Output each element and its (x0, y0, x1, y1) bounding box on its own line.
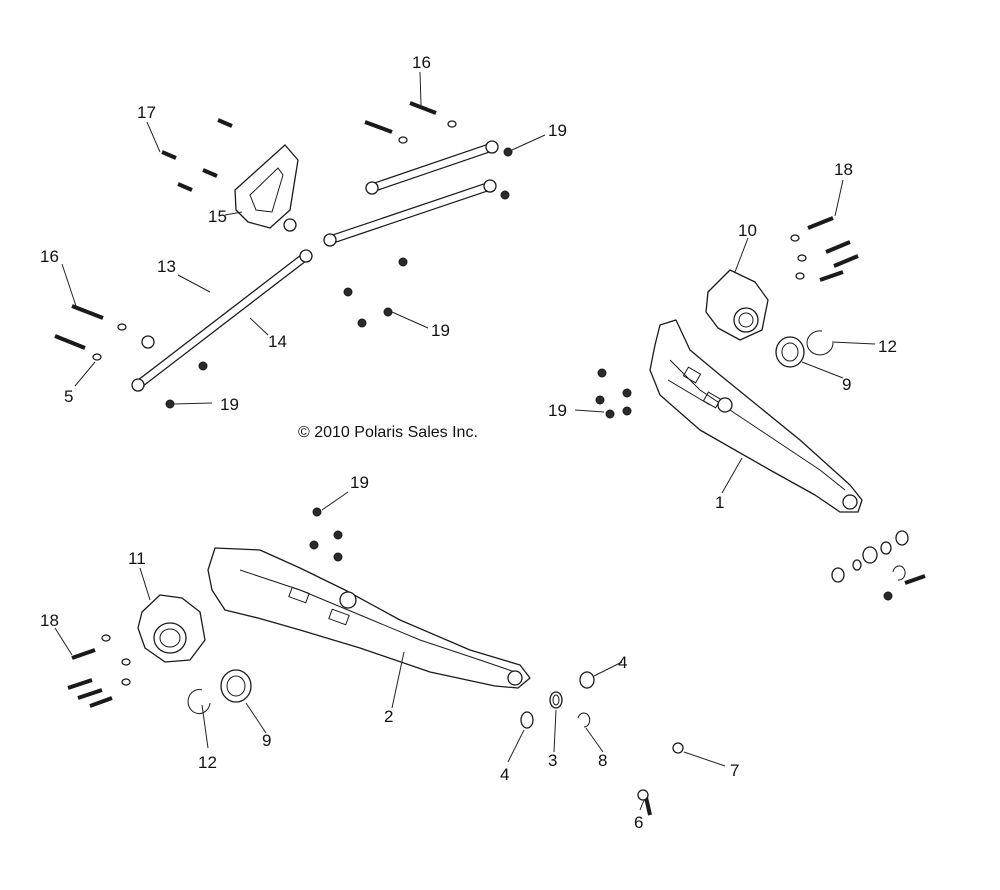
callout-7: 7 (730, 761, 739, 780)
callout-16-top: 16 (412, 53, 431, 72)
trailing-arm-1 (649, 319, 863, 513)
callout-19-left: 19 (220, 395, 239, 414)
callout-6: 6 (634, 813, 643, 832)
control-rod-13 (141, 218, 297, 349)
callout-11: 11 (128, 549, 146, 568)
callout-12-right: 12 (878, 337, 897, 356)
callout-18-right: 18 (834, 160, 853, 179)
bolts-top (54, 101, 457, 361)
trailing-arm-2 (207, 547, 531, 689)
callout-4-right: 4 (618, 653, 627, 672)
callout-19-mid: 19 (431, 321, 450, 340)
callout-18-left: 18 (40, 611, 59, 630)
callout-2: 2 (384, 707, 393, 726)
copyright-notice: © 2010 Polaris Sales Inc. (298, 424, 478, 441)
nuts-19 (165, 147, 632, 562)
knuckle-10 (705, 269, 769, 341)
leader-lines (54, 71, 876, 811)
control-rod-14 (131, 249, 313, 392)
callout-9-left: 9 (262, 731, 271, 750)
pivot-hardware-right (831, 530, 926, 601)
callout-17: 17 (137, 103, 156, 122)
callout-5: 5 (64, 387, 73, 406)
callout-12-left: 12 (198, 753, 217, 772)
callout-19-top-right: 19 (548, 121, 567, 140)
callout-13: 13 (157, 257, 176, 276)
callout-16-left: 16 (40, 247, 59, 266)
callout-1: 1 (715, 493, 724, 512)
callout-19-right: 19 (548, 401, 567, 420)
bolts-18-left (67, 634, 131, 708)
bracket-15 (234, 144, 299, 229)
bolts-18-right (790, 216, 859, 282)
pivot-hardware-left (520, 671, 684, 816)
callout-10: 10 (738, 221, 757, 240)
callouts: 16 19 17 15 13 16 14 5 19 19 © 2010 Pola… (40, 53, 897, 832)
snap-ring-12-left (187, 689, 211, 715)
knuckle-11 (137, 594, 206, 663)
callout-3: 3 (548, 751, 557, 770)
bearing-9-right (775, 336, 805, 368)
upper-rod-top (365, 140, 499, 195)
callout-19-bottom: 19 (350, 473, 369, 492)
upper-rod-bottom (323, 179, 497, 247)
callout-15: 15 (208, 207, 227, 226)
callout-8: 8 (598, 751, 607, 770)
callout-9-right: 9 (842, 375, 851, 394)
callout-14: 14 (268, 332, 287, 351)
callout-4-left: 4 (500, 765, 509, 784)
bearing-9-left (220, 669, 252, 703)
snap-ring-12-right (806, 330, 834, 356)
